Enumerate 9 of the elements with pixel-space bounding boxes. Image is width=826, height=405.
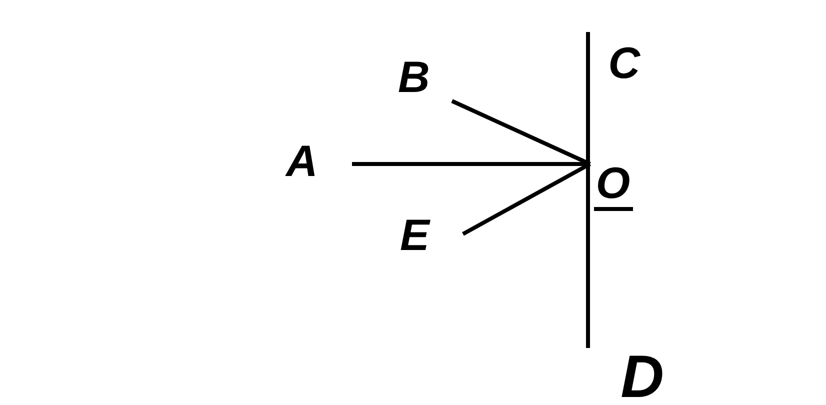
point-label: C xyxy=(608,42,640,86)
point-label: D xyxy=(620,346,664,405)
line-segment xyxy=(586,32,590,348)
point-label: E xyxy=(400,214,430,258)
point-label: A xyxy=(286,140,318,184)
point-label: O xyxy=(596,162,630,206)
line-segment xyxy=(451,99,591,166)
point-label: B xyxy=(398,56,430,100)
line-segment xyxy=(462,162,591,236)
